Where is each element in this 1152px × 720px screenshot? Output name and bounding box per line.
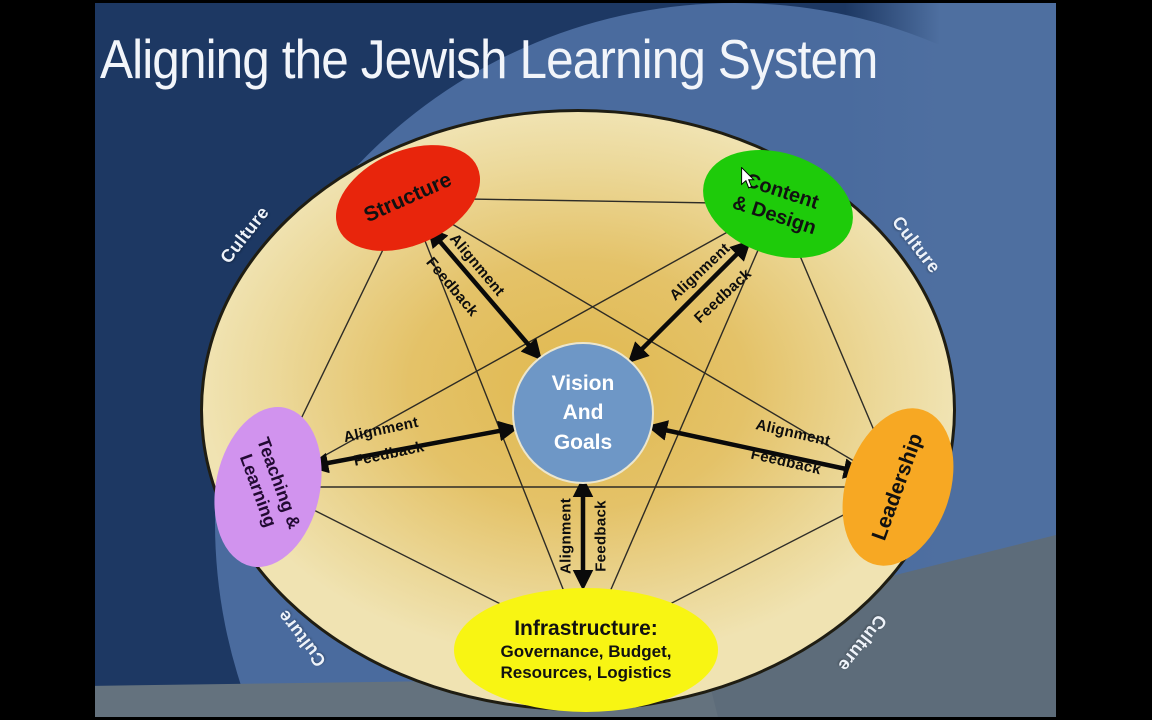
slide-title: Aligning the Jewish Learning System [100, 28, 878, 90]
alignment-label-infrastructure: Alignment [557, 497, 575, 575]
mouse-cursor-icon [741, 167, 755, 189]
infrastructure-detail: Governance, Budget, Resources, Logistics [500, 641, 672, 682]
vision-goals-label: Vision And Goals [551, 371, 615, 454]
feedback-label-infrastructure: Feedback [592, 500, 610, 572]
node-infrastructure [454, 588, 718, 712]
node-infrastructure-label: Infrastructure: Governance, Budget, Reso… [500, 617, 671, 684]
infrastructure-heading: Infrastructure: [514, 616, 658, 640]
slide: Aligning the Jewish Learning System Cult… [95, 3, 1056, 717]
node-vision-and-goals: Vision And Goals [512, 342, 654, 484]
